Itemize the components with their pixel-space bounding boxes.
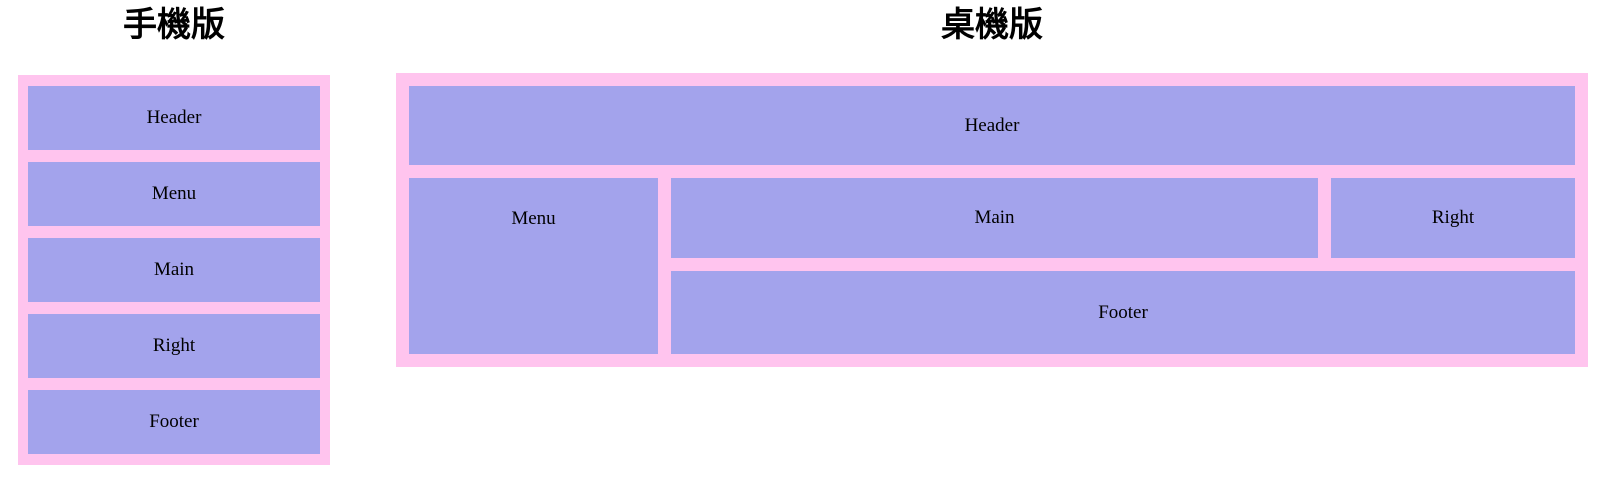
desktop-menu-block: Menu — [409, 178, 658, 354]
desktop-section-title: 桌機版 — [941, 6, 1043, 44]
mobile-footer-block: Footer — [28, 390, 320, 454]
desktop-footer-block: Footer — [671, 271, 1575, 354]
mobile-header-block: Header — [28, 86, 320, 150]
mobile-menu-block: Menu — [28, 162, 320, 226]
desktop-right-block: Right — [1331, 178, 1575, 258]
mobile-right-block: Right — [28, 314, 320, 378]
desktop-main-block: Main — [671, 178, 1318, 258]
desktop-layout-container: Header Menu Main Right Footer — [396, 73, 1588, 367]
desktop-header-block: Header — [409, 86, 1575, 165]
mobile-layout-container: Header Menu Main Right Footer — [18, 75, 330, 465]
mobile-section-title: 手機版 — [123, 6, 225, 44]
mobile-main-block: Main — [28, 238, 320, 302]
